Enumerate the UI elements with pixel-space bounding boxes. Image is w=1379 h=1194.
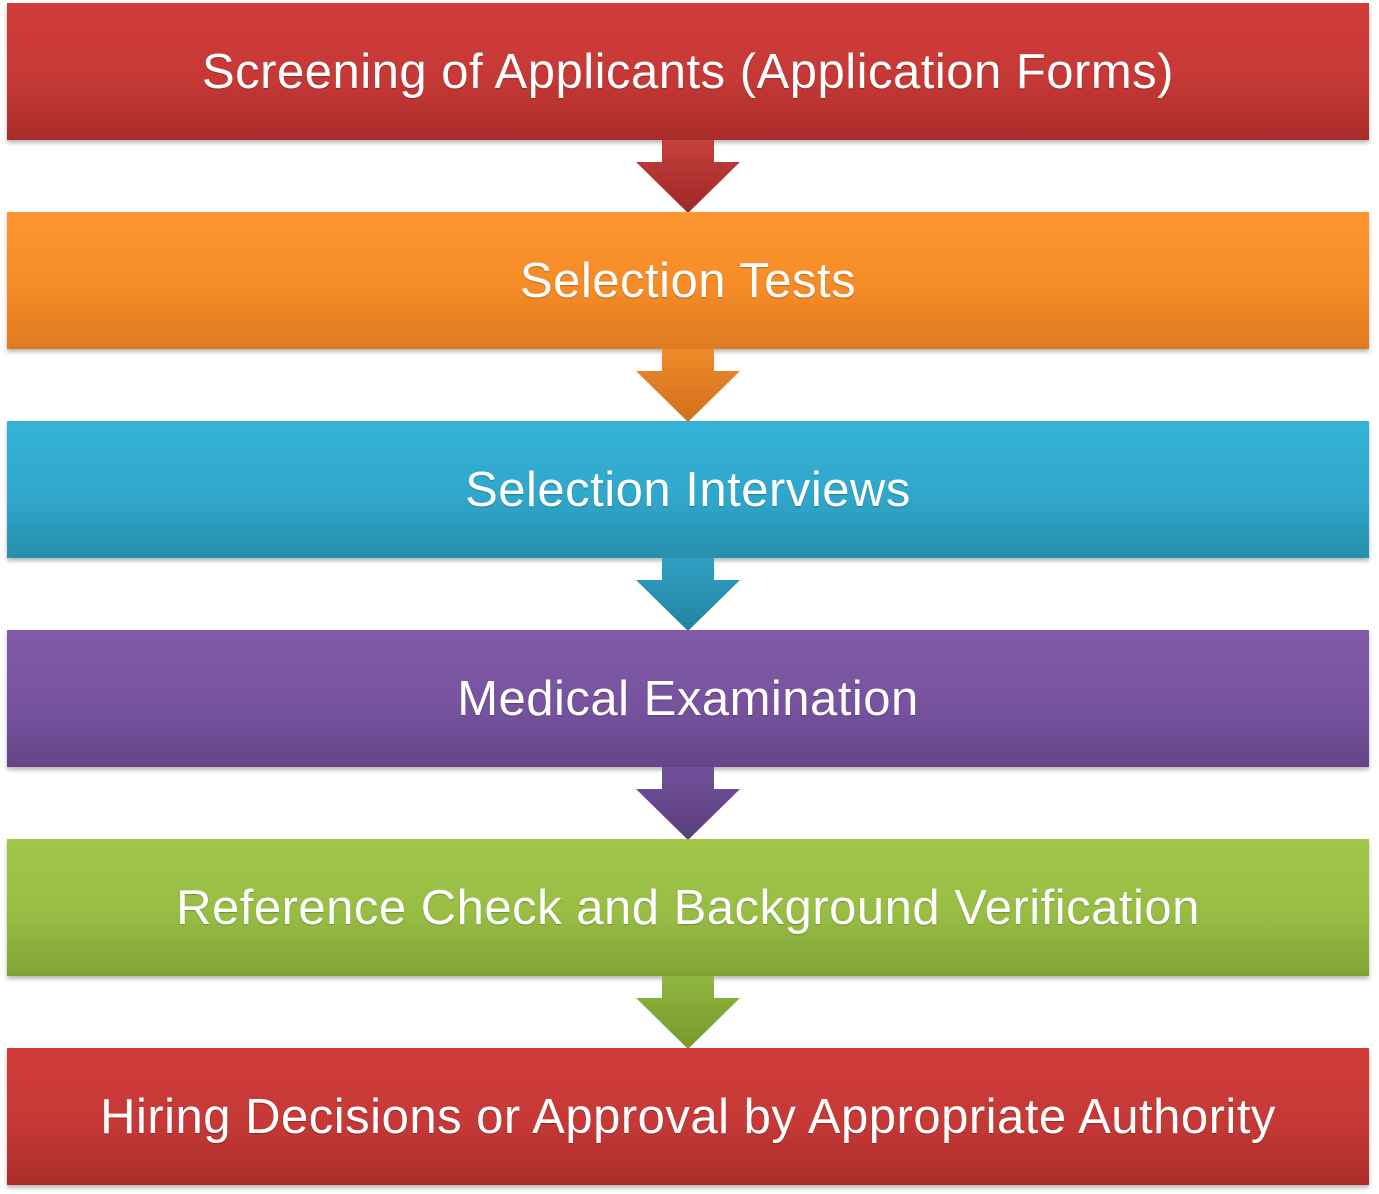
step-label: Hiring Decisions or Approval by Appropri… xyxy=(100,1089,1276,1144)
down-arrow-icon xyxy=(636,140,740,213)
step-selection-tests: Selection Tests xyxy=(7,212,1369,349)
step-selection-interviews: Selection Interviews xyxy=(7,421,1369,558)
step-label: Screening of Applicants (Application For… xyxy=(202,44,1174,99)
down-arrow-icon xyxy=(636,976,740,1049)
down-arrow-icon xyxy=(636,349,740,422)
step-screening-of-applicants: Screening of Applicants (Application For… xyxy=(7,3,1369,140)
down-arrow-icon xyxy=(636,767,740,840)
step-hiring-decisions: Hiring Decisions or Approval by Appropri… xyxy=(7,1048,1369,1185)
step-label: Medical Examination xyxy=(457,671,919,726)
step-reference-check: Reference Check and Background Verificat… xyxy=(7,839,1369,976)
step-label: Reference Check and Background Verificat… xyxy=(176,880,1200,935)
step-medical-examination: Medical Examination xyxy=(7,630,1369,767)
down-arrow-icon xyxy=(636,558,740,631)
step-label: Selection Tests xyxy=(519,253,857,308)
step-label: Selection Interviews xyxy=(465,462,911,517)
